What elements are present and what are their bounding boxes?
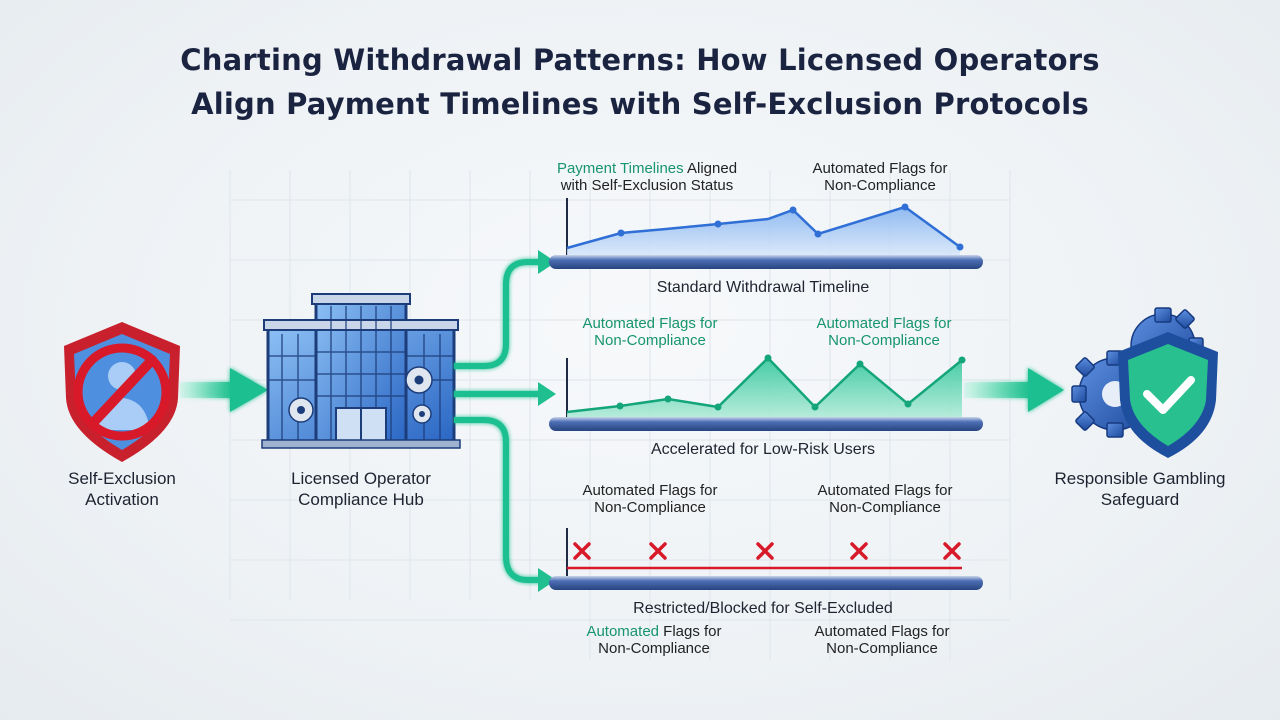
self-exclusion-label-line-2: Activation [85, 490, 159, 509]
timeline-1-annotation-2-line-2: Non-Compliance [824, 177, 936, 194]
timeline-3-annotation-1-line-2: Non-Compliance [594, 499, 706, 516]
timeline-1-annotation-1-green-part: Payment Timelines [556, 160, 684, 177]
timeline-1-annotation-2: Automated Flags for Non-Compliance [795, 160, 965, 194]
safeguard-label-line-2: Safeguard [1100, 490, 1180, 509]
timeline-3-bottom-annotation-1: Automated Flags for Non-Compliance [569, 623, 739, 657]
timeline-3-annotation-2-line-1: Automated Flags for [817, 482, 953, 499]
timeline-2-annotation-2-line-1: Automated Flags for [816, 315, 952, 332]
timeline-3-label: Restricted/Blocked for Self-Excluded [633, 600, 893, 617]
page-title: Charting Withdrawal Patterns: How Licens… [0, 38, 1280, 126]
standard-timeline-chart [549, 198, 983, 269]
timeline-3-annotation-2-line-2: Non-Compliance [829, 499, 941, 516]
operator-hub-label-line-1: Licensed Operator [291, 469, 431, 488]
branch-connectors [454, 259, 542, 583]
self-exclusion-label-line-1: Self-Exclusion [68, 469, 176, 488]
timeline-3-bottom-annotation-2-line-1: Automated Flags for [814, 623, 950, 640]
shield-check-gears-icon [1071, 307, 1218, 458]
timeline-2-annotation-1-line-2: Non-Compliance [594, 332, 706, 349]
timeline-1-label: Standard Withdrawal Timeline [656, 279, 870, 296]
timeline-2-annotation-1-line-1: Automated Flags for [582, 315, 718, 332]
timeline-3-bottom-annotation-1-line-1: Automated Flags for [586, 623, 722, 640]
blocked-x-marks [573, 542, 961, 560]
timeline-3-annotation-1-line-1: Automated Flags for [582, 482, 718, 499]
timeline-1-annotation-2-line-1: Automated Flags for [812, 160, 948, 177]
timeline-1-annotation-1-line-2: with Self-Exclusion Status [560, 177, 734, 194]
timeline-3-bottom-annotation-1-green-part: Automated [586, 623, 659, 640]
timeline-3-annotation-1: Automated Flags for Non-Compliance [565, 482, 735, 516]
timeline-1-annotation-1: Payment Timelines Aligned with Self-Excl… [542, 160, 752, 194]
branch-arrowheads [538, 250, 556, 592]
timeline-1-annotation-1-line-1: Payment Timelines Aligned [556, 160, 738, 177]
arrow-to-hub [180, 368, 268, 412]
timeline-2-annotation-2: Automated Flags for Non-Compliance [799, 315, 969, 349]
restricted-timeline-chart [549, 528, 983, 590]
operator-hub-label: Licensed Operator Compliance Hub [271, 468, 451, 510]
shield-blocked-user-icon [64, 322, 180, 462]
timeline-3-annotation-2: Automated Flags for Non-Compliance [800, 482, 970, 516]
safeguard-label: Responsible Gambling Safeguard [1030, 468, 1250, 510]
timeline-2-annotation-2-line-2: Non-Compliance [828, 332, 940, 349]
arrow-to-safeguard [964, 368, 1064, 412]
safeguard-label-line-1: Responsible Gambling [1054, 469, 1226, 488]
timeline-3-bottom-annotation-2-line-2: Non-Compliance [826, 640, 938, 657]
timeline-2-annotation-1: Automated Flags for Non-Compliance [565, 315, 735, 349]
building-gears-icon [261, 293, 461, 449]
title-line-1: Charting Withdrawal Patterns: How Licens… [180, 43, 1100, 77]
operator-hub-label-line-2: Compliance Hub [298, 490, 424, 509]
timeline-3-bottom-annotation-1-line-2: Non-Compliance [598, 640, 710, 657]
self-exclusion-label: Self-Exclusion Activation [42, 468, 202, 510]
timeline-2-label: Accelerated for Low-Risk Users [650, 441, 876, 458]
title-line-2: Align Payment Timelines with Self-Exclus… [191, 87, 1089, 121]
accelerated-timeline-chart [549, 354, 983, 431]
timeline-3-bottom-annotation-2: Automated Flags for Non-Compliance [797, 623, 967, 657]
